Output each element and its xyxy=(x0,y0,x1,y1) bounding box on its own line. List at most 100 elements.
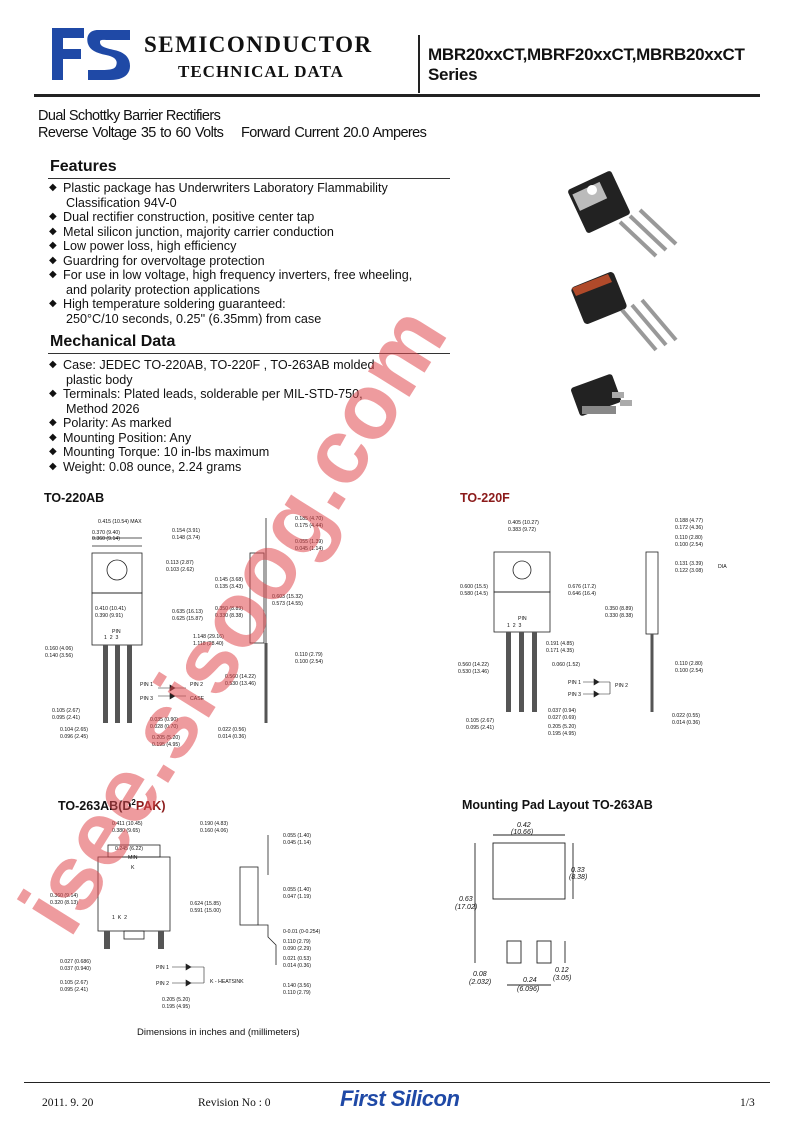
svg-text:0.415 (10.54) MAX: 0.415 (10.54) MAX xyxy=(98,519,142,525)
bullet-diamond-icon: ◆ xyxy=(49,225,57,237)
svg-text:0.600 (15.5): 0.600 (15.5) xyxy=(460,584,488,590)
footer-revision: Revision No : 0 xyxy=(198,1097,271,1109)
svg-text:K: K xyxy=(131,865,135,871)
svg-text:0.014 (0.36): 0.014 (0.36) xyxy=(283,963,311,969)
svg-text:0.154 (3.91): 0.154 (3.91) xyxy=(172,528,200,534)
svg-text:0.060 (1.52): 0.060 (1.52) xyxy=(552,662,580,668)
bullet-diamond-icon: ◆ xyxy=(49,269,57,280)
svg-text:0.105 (2.67): 0.105 (2.67) xyxy=(60,980,88,986)
svg-text:0.100 (2.54): 0.100 (2.54) xyxy=(295,659,323,665)
svg-text:0.320 (8.13): 0.320 (8.13) xyxy=(50,900,78,906)
bullet-diamond-icon: ◆ xyxy=(49,211,57,222)
svg-text:PIN 2: PIN 2 xyxy=(190,682,203,688)
svg-text:0.42: 0.42 xyxy=(517,822,531,829)
doc-type: TECHNICAL DATA xyxy=(178,62,344,81)
svg-text:(10.66): (10.66) xyxy=(511,829,533,836)
svg-text:0.014 (0.36): 0.014 (0.36) xyxy=(672,720,700,726)
to263ab-label: TO-263AB(D2PAK) xyxy=(58,798,166,814)
footer-brand-logo: First Silicon xyxy=(340,1086,460,1111)
svg-text:0.175 (4.44): 0.175 (4.44) xyxy=(295,523,323,529)
svg-text:0.110 (2.79): 0.110 (2.79) xyxy=(283,939,311,945)
svg-text:0.096 (2.45): 0.096 (2.45) xyxy=(60,734,88,740)
svg-text:0.195 (4.95): 0.195 (4.95) xyxy=(548,731,576,737)
svg-text:0.045 (1.14): 0.045 (1.14) xyxy=(283,840,311,846)
svg-text:0.383 (9.72): 0.383 (9.72) xyxy=(508,527,536,533)
svg-text:0.103 (2.62): 0.103 (2.62) xyxy=(166,567,194,573)
series-title: MBR20xxCT,MBRF20xxCT,MBRB20xxCT Series xyxy=(428,45,745,84)
mechanical-heading: Mechanical Data xyxy=(50,333,176,350)
svg-text:0.145 (3.68): 0.145 (3.68) xyxy=(215,577,243,583)
svg-text:0.021 (0.53): 0.021 (0.53) xyxy=(283,956,311,962)
mechanical-item: ◆Weight: 0.08 ounce, 2.24 grams xyxy=(49,459,242,474)
svg-text:0.646 (16.4): 0.646 (16.4) xyxy=(568,591,596,597)
features-item: ◆For use in low voltage, high frequency … xyxy=(49,268,413,297)
svg-text:PIN 1: PIN 1 xyxy=(568,680,581,686)
features-heading: Features xyxy=(50,158,117,175)
svg-text:0.110 (2.80): 0.110 (2.80) xyxy=(675,535,703,541)
to220f-photo-icon xyxy=(571,272,678,352)
svg-text:0.027 (0.69): 0.027 (0.69) xyxy=(548,715,576,721)
svg-text:0.110 (2.80): 0.110 (2.80) xyxy=(675,661,703,667)
svg-text:0.105 (2.67): 0.105 (2.67) xyxy=(466,718,494,724)
mechanical-item: ◆Terminals: Plated leads, solderable per… xyxy=(49,387,363,416)
to220ab-drawing: 0.415 (10.54) MAX 0.370 (9.40) 0.360 (9.… xyxy=(40,508,370,753)
svg-text:0.12: 0.12 xyxy=(555,967,569,974)
svg-text:0.380 (9.65): 0.380 (9.65) xyxy=(112,828,140,834)
bullet-diamond-icon: ◆ xyxy=(49,431,57,443)
svg-text:DIA: DIA xyxy=(718,564,727,570)
svg-text:0.055 (1.40): 0.055 (1.40) xyxy=(283,887,311,893)
mechanical-list: ◆Case: JEDEC TO-220AB, TO-220F , TO-263A… xyxy=(48,358,375,474)
bullet-diamond-icon: ◆ xyxy=(49,359,57,370)
svg-text:PIN 2: PIN 2 xyxy=(156,981,169,987)
svg-text:0.028 (0.70): 0.028 (0.70) xyxy=(150,724,178,730)
package-photos xyxy=(560,160,760,430)
svg-text:0.350 (8.89): 0.350 (8.89) xyxy=(605,606,633,612)
to220ab-label: TO-220AB xyxy=(44,491,105,505)
svg-text:0.172 (4.36): 0.172 (4.36) xyxy=(675,525,703,531)
svg-text:0.055 (1.40): 0.055 (1.40) xyxy=(283,833,311,839)
svg-text:0.100 (2.54): 0.100 (2.54) xyxy=(675,542,703,548)
svg-text:0.195 (4.95): 0.195 (4.95) xyxy=(152,742,180,748)
svg-text:1 K 2: 1 K 2 xyxy=(112,915,127,921)
svg-text:0.573 (14.55): 0.573 (14.55) xyxy=(272,601,303,607)
svg-text:1 2 3: 1 2 3 xyxy=(104,635,119,641)
to220f-label: TO-220F xyxy=(460,491,510,505)
bullet-diamond-icon: ◆ xyxy=(49,446,57,457)
mounting-pad-label: Mounting Pad Layout TO-263AB xyxy=(462,798,653,812)
product-ratings: Reverse Voltage 35 to 60 Volts Forward C… xyxy=(38,125,427,141)
bullet-diamond-icon: ◆ xyxy=(49,388,57,399)
svg-text:0.624 (15.85): 0.624 (15.85) xyxy=(190,901,221,907)
svg-text:0.205 (5.20): 0.205 (5.20) xyxy=(152,735,180,741)
svg-text:0.055 (1.39): 0.055 (1.39) xyxy=(295,539,323,545)
svg-text:0.676 (17.2): 0.676 (17.2) xyxy=(568,584,596,590)
features-item: ◆Metal silicon junction, majority carrie… xyxy=(49,224,334,239)
features-list: ◆Plastic package has Underwriters Labora… xyxy=(48,181,412,326)
svg-text:0.131 (3.39): 0.131 (3.39) xyxy=(675,561,703,567)
svg-text:0.027 (0.686): 0.027 (0.686) xyxy=(60,959,91,965)
svg-text:0.360 (9.14): 0.360 (9.14) xyxy=(92,536,120,542)
svg-text:0.24: 0.24 xyxy=(523,977,537,984)
svg-text:0.122 (3.08): 0.122 (3.08) xyxy=(675,568,703,574)
features-item: ◆Plastic package has Underwriters Labora… xyxy=(49,181,388,210)
mechanical-item: ◆Polarity: As marked xyxy=(49,416,172,430)
svg-text:0.148 (3.74): 0.148 (3.74) xyxy=(172,535,200,541)
svg-text:0.037 (0.940): 0.037 (0.940) xyxy=(60,966,91,972)
bullet-diamond-icon: ◆ xyxy=(49,254,57,266)
svg-text:0.110 (2.79): 0.110 (2.79) xyxy=(283,990,311,996)
svg-text:PIN 1: PIN 1 xyxy=(140,682,153,688)
svg-text:0.530 (13.46): 0.530 (13.46) xyxy=(458,669,489,675)
mechanical-item: ◆Case: JEDEC TO-220AB, TO-220F , TO-263A… xyxy=(49,358,375,387)
svg-text:0.045 (1.14): 0.045 (1.14) xyxy=(295,546,323,552)
svg-text:0.370 (9.40): 0.370 (9.40) xyxy=(92,530,120,536)
svg-text:(17.02): (17.02) xyxy=(455,904,477,911)
svg-text:0.110 (2.79): 0.110 (2.79) xyxy=(295,652,323,658)
svg-text:K - HEATSINK: K - HEATSINK xyxy=(210,979,244,985)
svg-text:CASE: CASE xyxy=(190,696,205,702)
svg-text:0.171 (4.35): 0.171 (4.35) xyxy=(546,648,574,654)
svg-text:0.205 (5.20): 0.205 (5.20) xyxy=(162,997,190,1003)
svg-text:0.014 (0.36): 0.014 (0.36) xyxy=(218,734,246,740)
svg-text:(8.38): (8.38) xyxy=(569,874,587,881)
svg-text:PIN 2: PIN 2 xyxy=(615,683,628,689)
svg-text:MIN: MIN xyxy=(128,855,138,861)
svg-text:0.625 (15.87): 0.625 (15.87) xyxy=(172,616,203,622)
